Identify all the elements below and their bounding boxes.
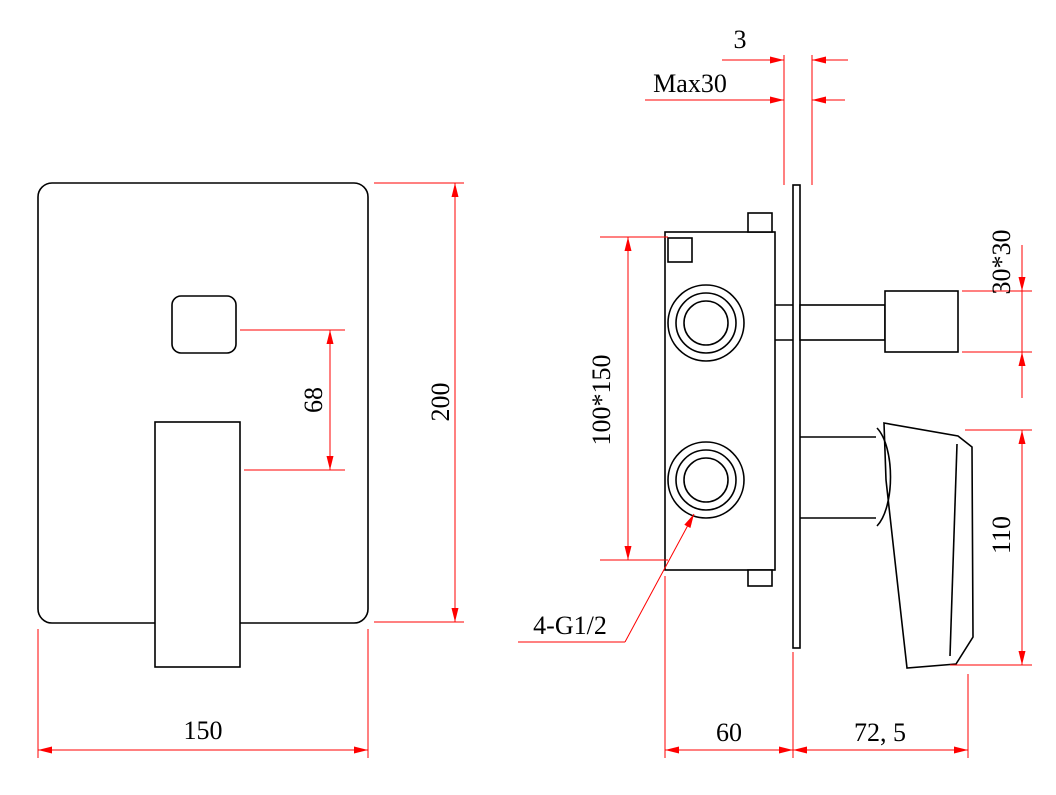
side-handle-lever bbox=[883, 422, 974, 669]
dim-body-size: 100*150 bbox=[587, 236, 668, 561]
arrowhead bbox=[1018, 651, 1026, 665]
arrowhead bbox=[779, 746, 793, 754]
dim-max-wall-depth: Max30 bbox=[645, 69, 845, 104]
arrowhead bbox=[770, 56, 784, 64]
mounting-tab-bottom bbox=[747, 569, 773, 587]
dim-button-offset: 68 bbox=[240, 329, 345, 471]
spout-pipe bbox=[799, 304, 886, 341]
side-view bbox=[664, 184, 974, 669]
front-handle-lever bbox=[154, 421, 241, 668]
dim-label-max-wall: Max30 bbox=[653, 69, 727, 98]
dim-front-height: 200 bbox=[374, 182, 464, 623]
arrowhead bbox=[451, 183, 459, 197]
dim-label-outlet-size: 30*30 bbox=[987, 230, 1016, 295]
arrowhead bbox=[770, 96, 784, 104]
dim-label-offset: 68 bbox=[299, 387, 328, 413]
arrowhead bbox=[354, 746, 368, 754]
label-thread-text: 4-G1/2 bbox=[533, 611, 607, 640]
front-view bbox=[37, 182, 369, 668]
arrowhead bbox=[38, 746, 52, 754]
dim-front-width: 150 bbox=[37, 629, 369, 758]
dim-label-handle-depth: 72, 5 bbox=[854, 718, 906, 747]
dim-plate-thickness: 3 bbox=[722, 25, 848, 185]
leader-line bbox=[624, 513, 695, 643]
diverter-button bbox=[171, 295, 237, 354]
dim-body-depth: 60 bbox=[664, 576, 794, 758]
label-thread-callout: 4-G1/2 bbox=[518, 513, 695, 643]
arrowhead bbox=[1018, 430, 1026, 444]
arrowhead bbox=[326, 456, 334, 470]
dimensions: 150 200 68 3 bbox=[37, 25, 1032, 758]
dim-outlet-size: 30*30 bbox=[962, 230, 1032, 398]
dim-handle-depth: 72, 5 bbox=[793, 674, 969, 758]
handle-hub-arc bbox=[876, 427, 892, 527]
dim-label-plate-thickness: 3 bbox=[734, 25, 747, 54]
dim-label-height: 200 bbox=[426, 383, 455, 422]
lower-port-inner-ring bbox=[683, 457, 729, 503]
arrowhead bbox=[1018, 277, 1026, 291]
wall-plate bbox=[792, 184, 801, 649]
arrowhead bbox=[326, 330, 334, 344]
dim-label-body-depth: 60 bbox=[716, 718, 742, 747]
dim-label-width: 150 bbox=[184, 716, 223, 745]
handle-edge-line bbox=[949, 443, 958, 657]
spout-outlet bbox=[884, 290, 959, 353]
upper-port-inner-ring bbox=[683, 300, 729, 346]
arrowhead bbox=[793, 746, 807, 754]
mounting-tab-top bbox=[747, 212, 773, 233]
arrowhead bbox=[624, 237, 632, 251]
arrowhead bbox=[954, 746, 968, 754]
arrowhead bbox=[624, 546, 632, 560]
arrowhead bbox=[684, 514, 694, 528]
arrowhead bbox=[812, 56, 826, 64]
arrowhead bbox=[451, 608, 459, 622]
arrowhead bbox=[665, 746, 679, 754]
valve-body bbox=[664, 231, 776, 571]
dim-label-handle-length: 110 bbox=[987, 516, 1016, 554]
arrowhead bbox=[812, 96, 826, 104]
arrowhead bbox=[1018, 352, 1026, 366]
dim-label-body-size: 100*150 bbox=[587, 355, 616, 446]
dim-handle-length: 110 bbox=[950, 429, 1032, 666]
inlet-fitting bbox=[667, 237, 693, 263]
